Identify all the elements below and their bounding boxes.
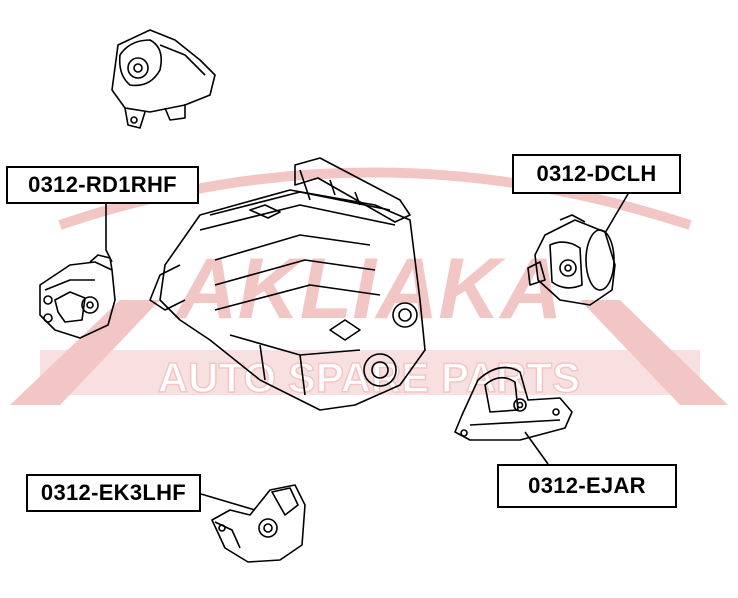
mount-top xyxy=(111,29,216,129)
part-label-ejar: 0312-EJAR xyxy=(497,464,677,508)
watermark-tagline: AUTO SPARE PARTS xyxy=(158,354,580,401)
leader-dclh xyxy=(604,193,629,234)
mount-rd1rhf xyxy=(39,254,116,339)
watermark-brand: AKLIAKA xyxy=(174,241,563,337)
mount-ek3lhf xyxy=(211,484,306,563)
part-label-rd1rhf: 0312-RD1RHF xyxy=(6,166,199,204)
part-label-ek3lhf: 0312-EK3LHF xyxy=(26,474,201,512)
mount-dclh xyxy=(527,214,616,306)
part-label-dclh: 0312-DCLH xyxy=(512,154,681,194)
leader-lines xyxy=(105,193,629,511)
engine-block xyxy=(149,157,426,411)
leader-ek3lhf xyxy=(200,493,256,511)
leader-rd1rhf xyxy=(105,203,113,263)
watermark: AKLIAKA AUTO SPARE PARTS xyxy=(10,167,728,405)
leader-ejar xyxy=(524,431,549,465)
mount-ejar xyxy=(454,366,573,441)
